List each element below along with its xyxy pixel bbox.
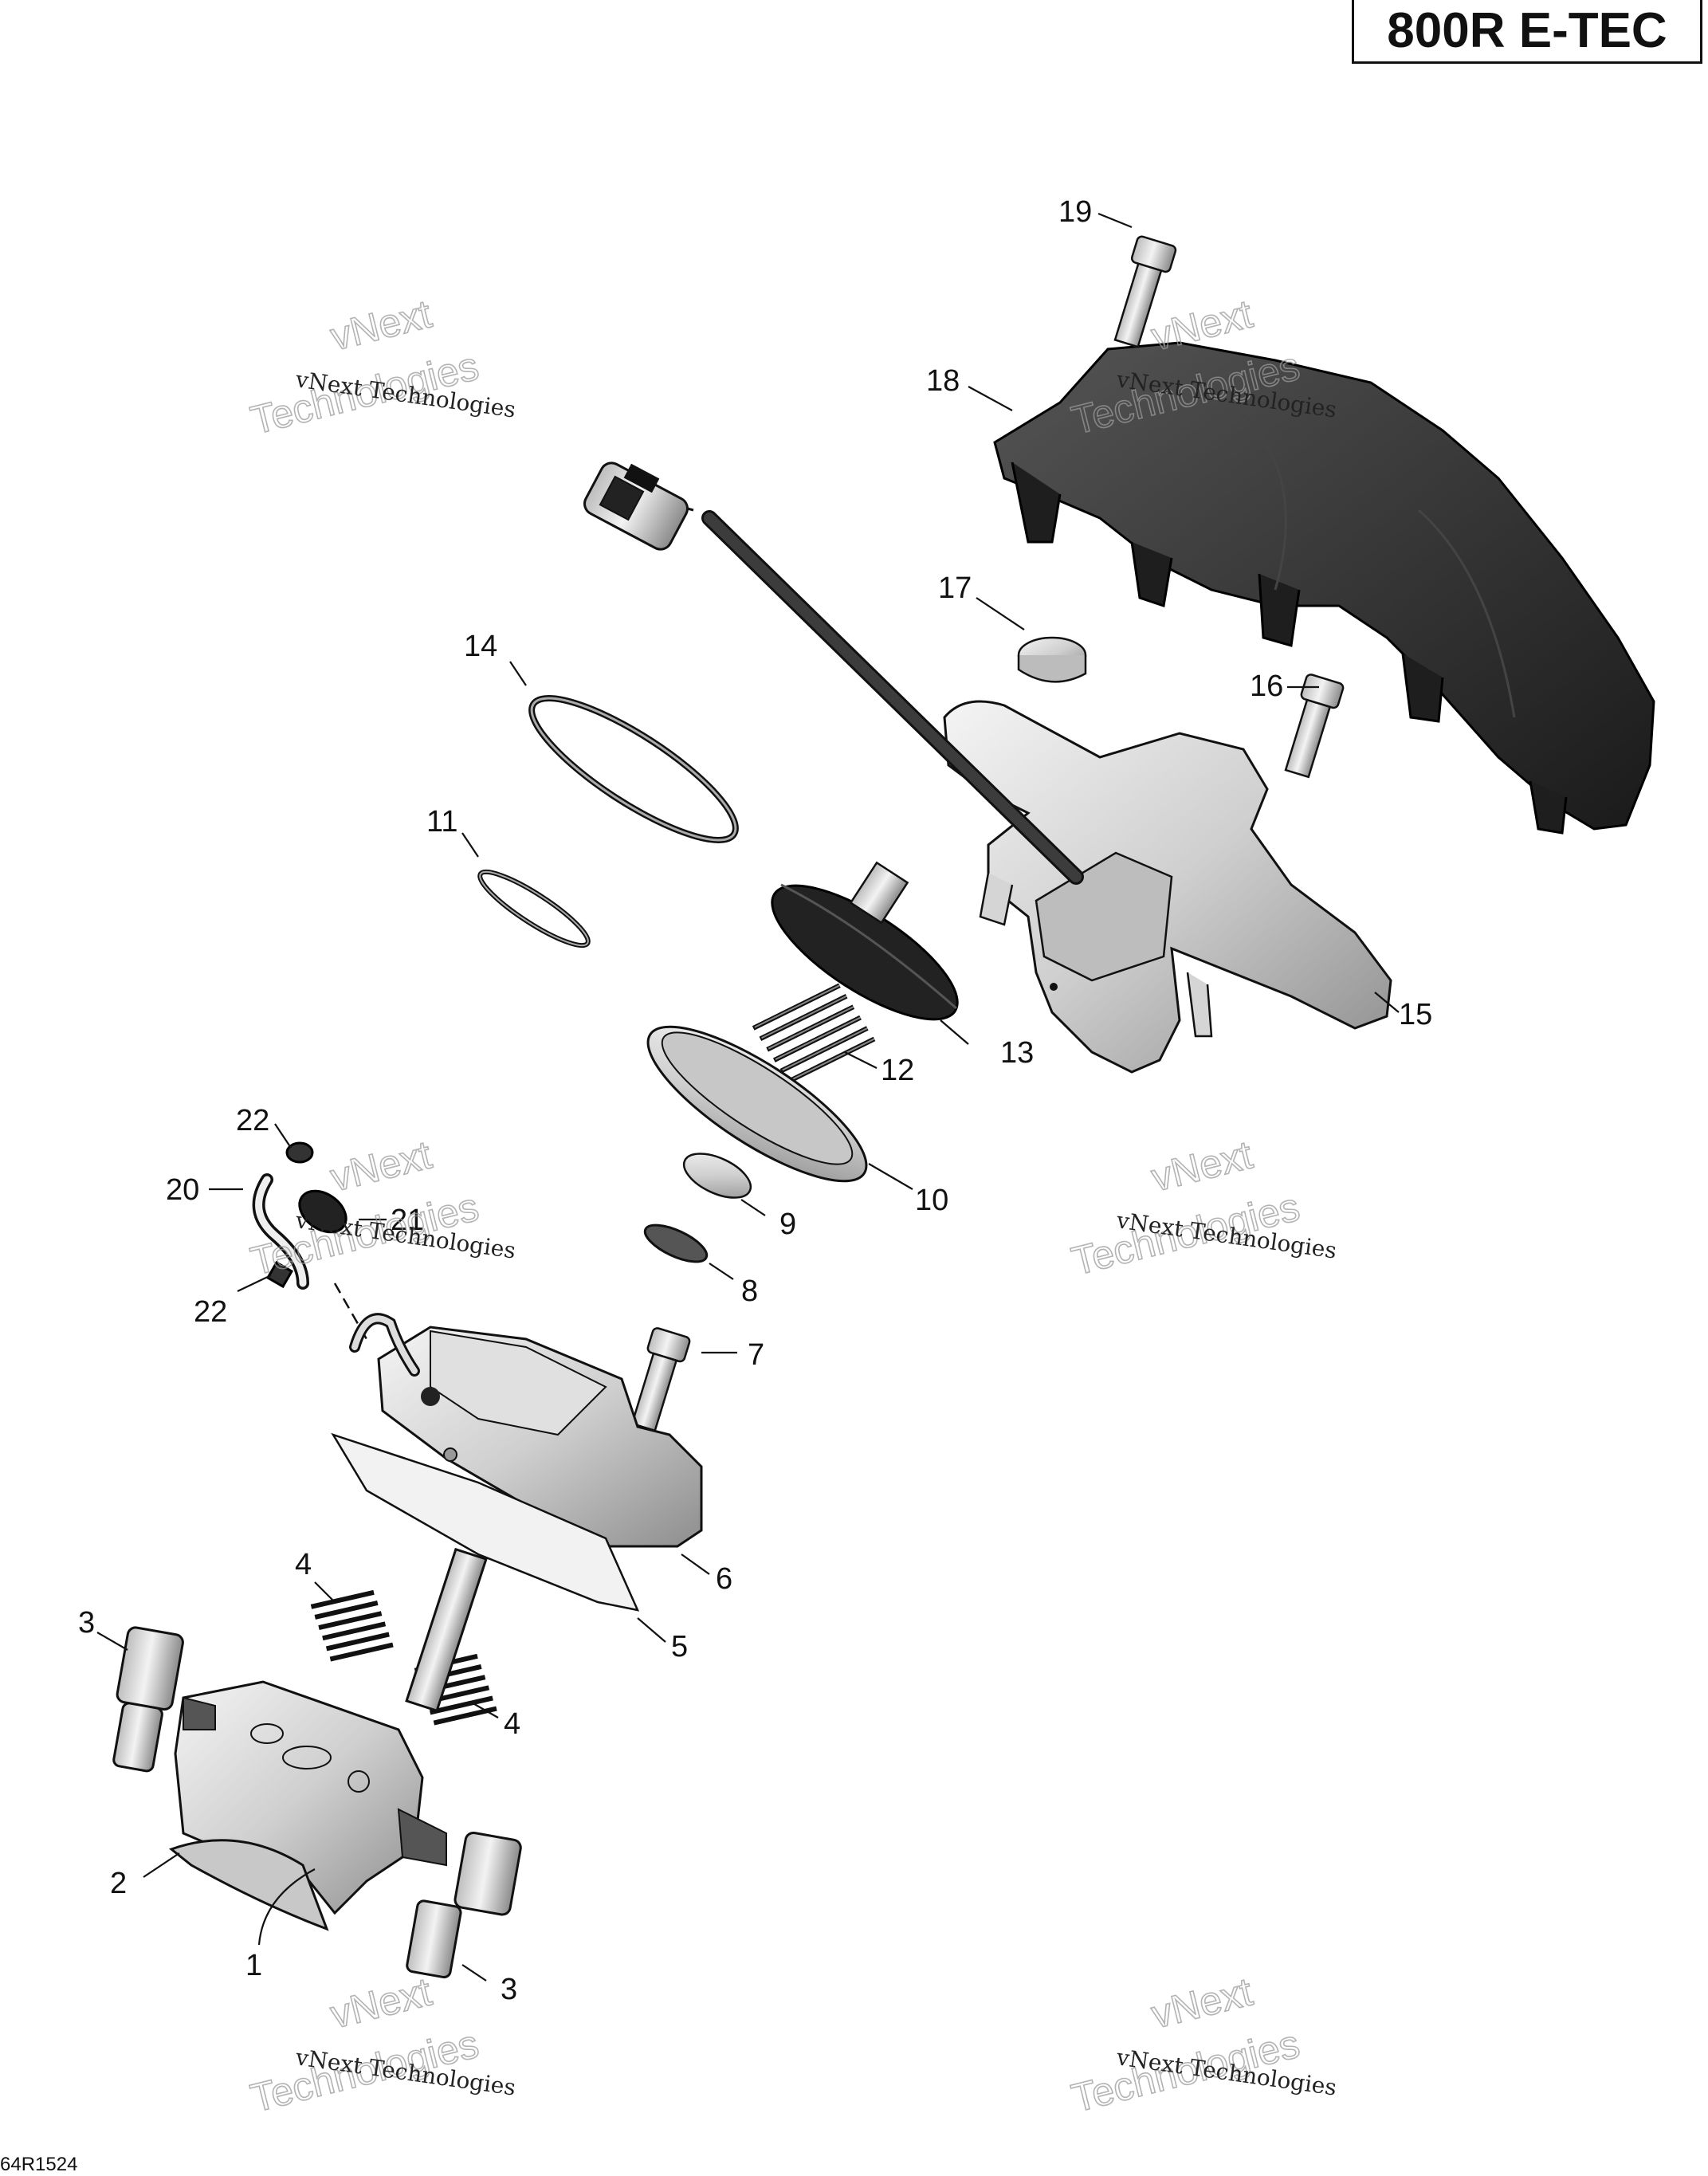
part-15-housing xyxy=(943,700,1392,1074)
callout-3-lower: 3 xyxy=(501,1973,517,2006)
part-2-plate xyxy=(168,1839,329,1931)
callout-17: 17 xyxy=(938,571,972,605)
sensor-cable xyxy=(583,462,1084,885)
part-10-cup xyxy=(646,1025,868,1183)
svg-text:vNext: vNext xyxy=(326,1132,436,1200)
part-8-seal xyxy=(643,1224,709,1263)
part-12-spring xyxy=(752,983,876,1084)
callout-2: 2 xyxy=(110,1867,127,1900)
part-16-bolt xyxy=(1284,674,1345,779)
part-5-gasket xyxy=(331,1432,640,1612)
callout-19: 19 xyxy=(1058,195,1092,229)
part-19-bolt xyxy=(1113,235,1177,348)
part-11-oring xyxy=(477,869,591,949)
callout-4-upper: 4 xyxy=(295,1548,312,1581)
svg-text:vNext: vNext xyxy=(1147,1132,1257,1200)
drawing-code: 64R1524 xyxy=(0,2154,78,2175)
watermark-top-left: vNext Technologies vNext Technologies xyxy=(245,291,517,444)
callout-10: 10 xyxy=(915,1184,948,1217)
watermark-bottom-left: vNext Technologies vNext Technologies xyxy=(245,1969,517,2122)
callout-12: 12 xyxy=(881,1054,914,1087)
part-4-spring-left xyxy=(310,1589,394,1662)
callout-22-upper: 22 xyxy=(236,1104,269,1137)
part-18-cover xyxy=(993,341,1655,835)
callout-13: 13 xyxy=(1000,1036,1034,1070)
model-title: 800R E-TEC xyxy=(1352,0,1702,64)
callout-7: 7 xyxy=(748,1338,764,1372)
callout-9: 9 xyxy=(779,1208,796,1241)
watermark-bottom-right: vNext Technologies vNext Technologies xyxy=(1066,1969,1338,2122)
callout-20: 20 xyxy=(166,1173,199,1207)
part-3-sleeve-right xyxy=(406,1831,522,1979)
callout-5: 5 xyxy=(671,1630,688,1663)
callout-18: 18 xyxy=(926,364,960,398)
watermark-middle-right: vNext Technologies vNext Technologies xyxy=(1066,1132,1338,1285)
callout-21: 21 xyxy=(391,1204,424,1237)
part-9-bushing xyxy=(682,1153,752,1199)
callout-11: 11 xyxy=(426,805,457,839)
callout-4-lower: 4 xyxy=(504,1707,520,1741)
callout-14: 14 xyxy=(464,630,497,663)
callout-22-lower: 22 xyxy=(194,1295,227,1329)
part-14-oring xyxy=(528,695,739,843)
svg-text:vNext: vNext xyxy=(326,1969,436,2037)
part-17-spacer xyxy=(1017,636,1087,683)
part-21-check-valve xyxy=(298,1189,347,1234)
part-3-sleeve-left xyxy=(112,1626,184,1773)
callout-16: 16 xyxy=(1250,670,1283,703)
part-22-clamp-lower xyxy=(265,1260,294,1289)
callouts: 19 18 17 16 15 14 13 12 11 10 9 8 7 6 5 … xyxy=(78,195,1432,2006)
callout-8: 8 xyxy=(741,1275,758,1308)
callout-1: 1 xyxy=(245,1949,262,1982)
part-22-clamp-upper xyxy=(285,1141,314,1164)
svg-text:vNext: vNext xyxy=(1147,1969,1257,2037)
callout-15: 15 xyxy=(1399,998,1432,1031)
part-13-diaphragm xyxy=(771,861,959,1021)
callout-6: 6 xyxy=(716,1562,732,1596)
leader-lines xyxy=(96,212,1400,1982)
svg-text:vNext: vNext xyxy=(326,291,436,359)
part-6-housing xyxy=(349,1313,703,1548)
callout-3-upper: 3 xyxy=(78,1606,95,1640)
